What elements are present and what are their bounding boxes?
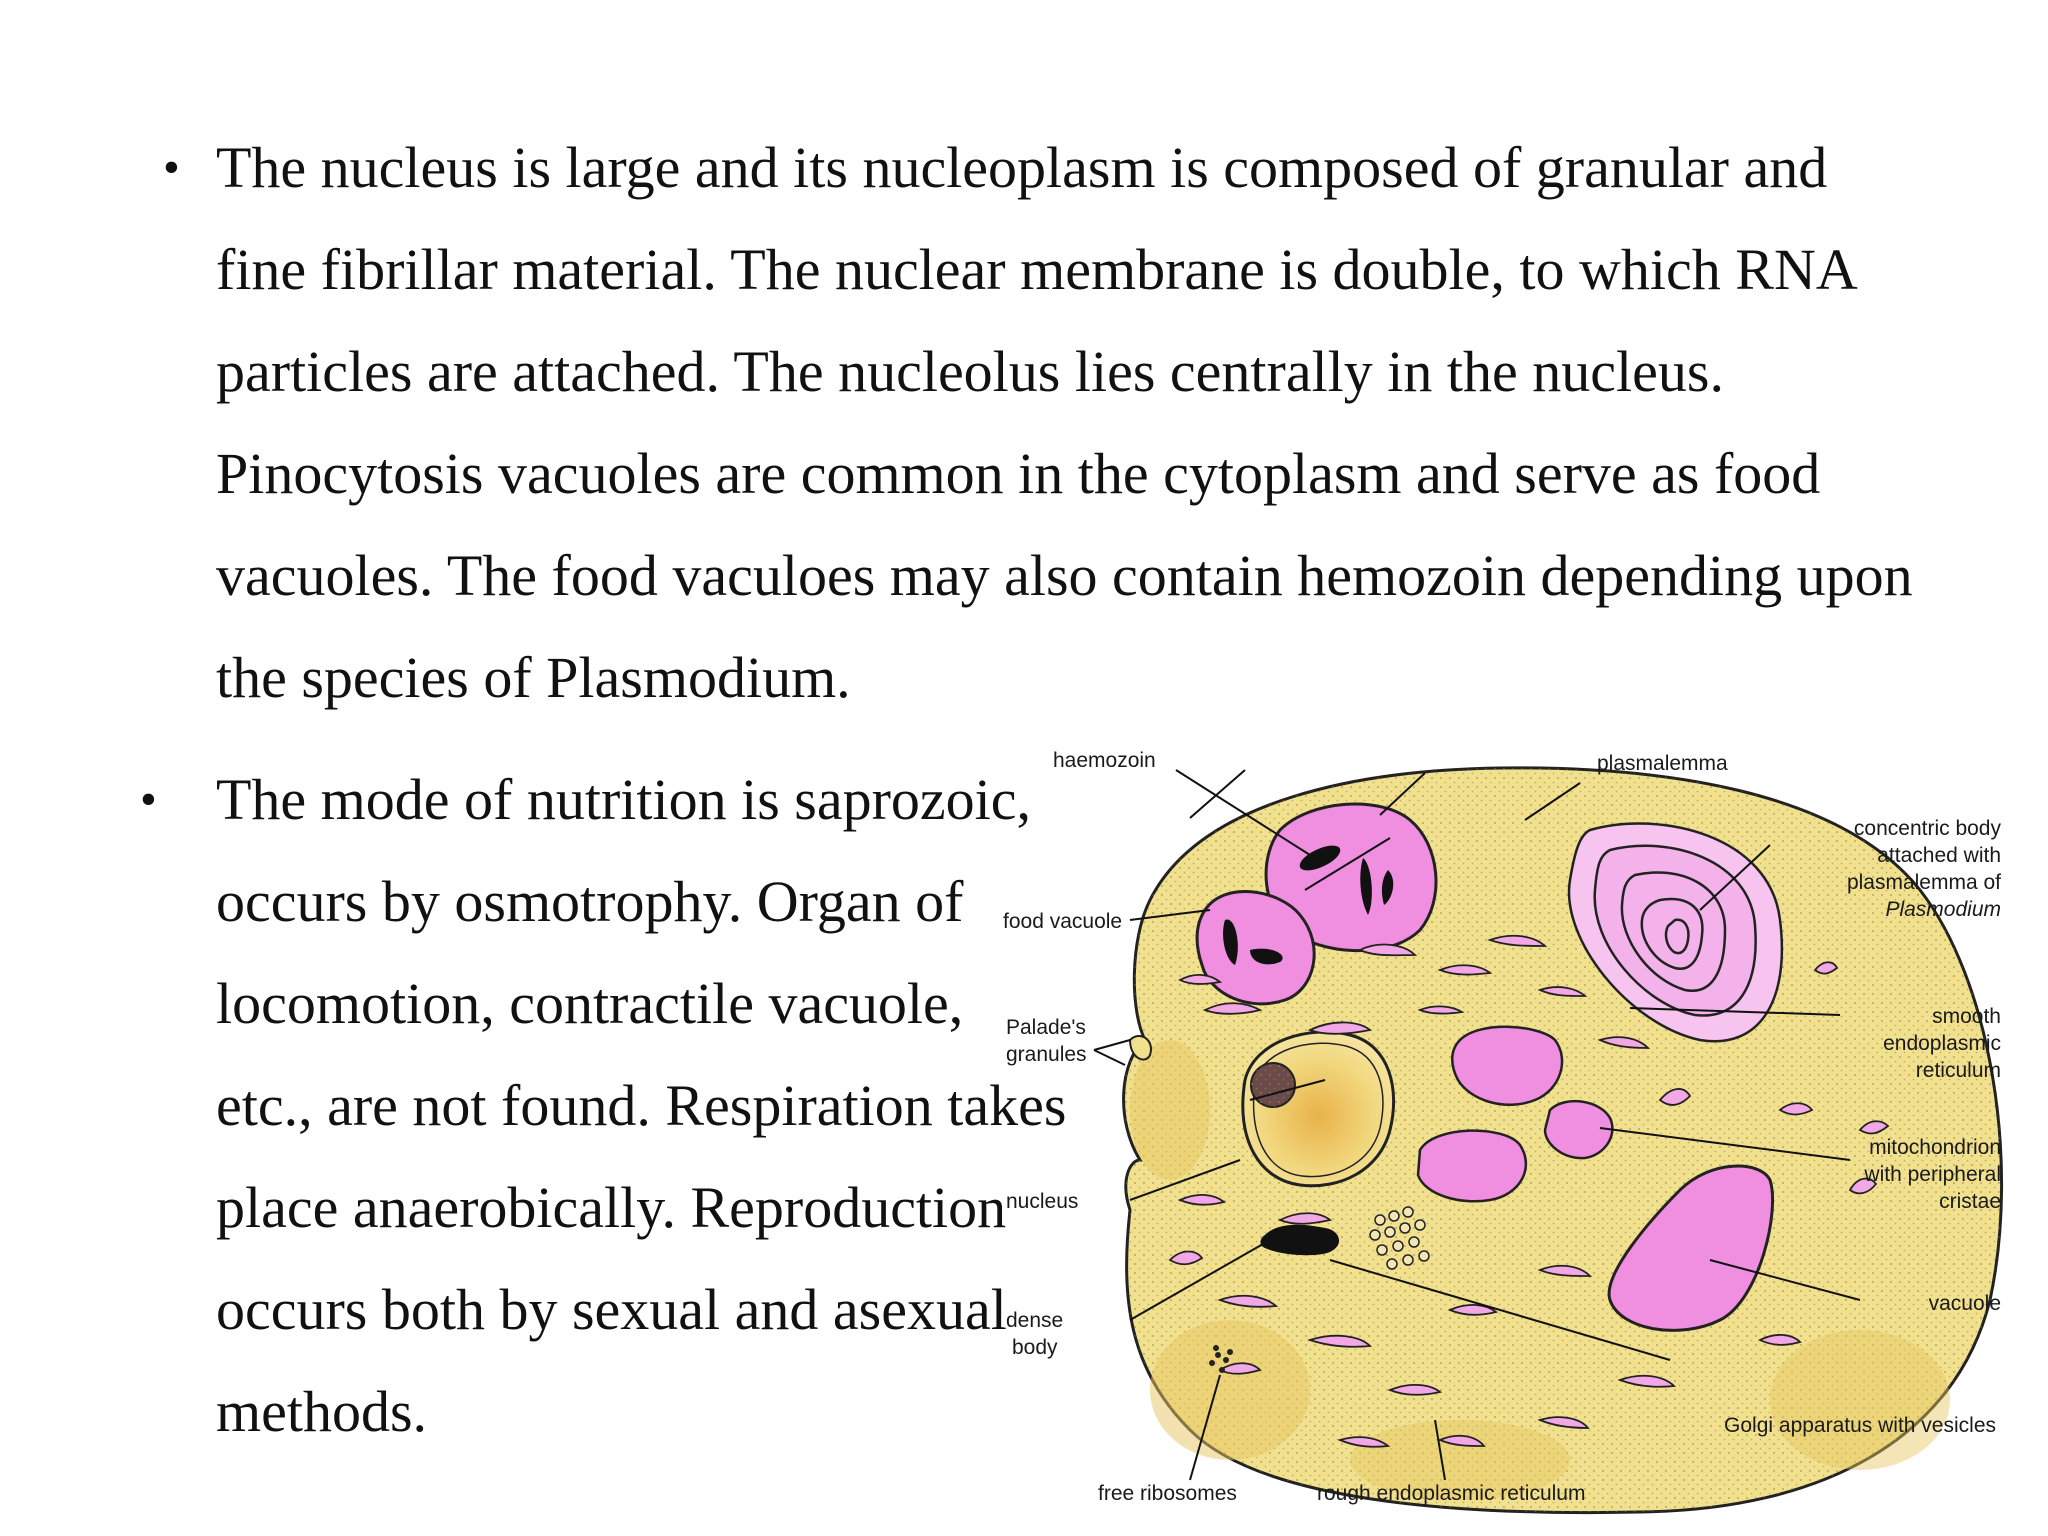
- label-palades-granules: granules: [1006, 1043, 1087, 1066]
- plasmodium-cell-diagram: haemozoin plasmalemma concentric body at…: [1003, 749, 2003, 1515]
- text-line: vacuoles. The food vaculoes may also con…: [216, 543, 1913, 608]
- text-line: locomotion, contractile vacuole,: [216, 971, 964, 1036]
- label-palades-granules: Palade's: [1006, 1016, 1086, 1039]
- label-vacuole: vacuole: [1929, 1292, 2001, 1315]
- text-line: etc., are not found. Respiration takes: [216, 1073, 1067, 1138]
- text-line: the species of Plasmodium.: [216, 645, 851, 710]
- nucleus: [1241, 1030, 1396, 1188]
- label-concentric-body: concentric body: [1854, 817, 2002, 840]
- vacuole: [1607, 1164, 1775, 1332]
- label-concentric-body: Plasmodium: [1885, 898, 2001, 921]
- label-smooth-er: endoplasmic: [1883, 1032, 2001, 1055]
- text-line: Pinocytosis vacuoles are common in the c…: [216, 441, 1821, 506]
- label-dense-body: dense: [1006, 1309, 1063, 1332]
- text-line: methods.: [216, 1379, 428, 1444]
- paragraph-nutrition: The mode of nutrition is saprozoic, occu…: [216, 749, 1067, 1463]
- free-ribosomes: [1209, 1345, 1233, 1373]
- label-concentric-body: attached with: [1877, 844, 2001, 867]
- mitochondria: [1416, 1025, 1614, 1203]
- text-line: occurs both by sexual and asexual: [216, 1277, 1007, 1342]
- text-line: particles are attached. The nucleolus li…: [216, 339, 1724, 404]
- text-line: occurs by osmotrophy. Organ of: [216, 869, 964, 934]
- label-smooth-er: reticulum: [1916, 1059, 2001, 1082]
- text-line: place anaerobically. Reproduction: [216, 1175, 1007, 1240]
- label-dense-body: body: [1012, 1336, 1058, 1359]
- paragraph-nucleus: The nucleus is large and its nucleoplasm…: [216, 117, 1913, 729]
- label-mitochondrion: with peripheral: [1863, 1163, 2001, 1186]
- label-golgi-apparatus: Golgi apparatus with vesicles: [1724, 1414, 1996, 1437]
- label-concentric-body: plasmalemma of: [1847, 871, 2001, 894]
- label-smooth-er: smooth: [1932, 1005, 2001, 1028]
- text-line: The nucleus is large and its nucleoplasm…: [216, 135, 1828, 200]
- diagram-labels: haemozoin plasmalemma concentric body at…: [1003, 749, 2001, 1505]
- label-rough-er: rough endoplasmic reticulum: [1317, 1482, 1585, 1505]
- concentric-body: [1567, 822, 1784, 1043]
- palades-granules: [1128, 1035, 1152, 1061]
- golgi-vesicles: [1369, 1206, 1430, 1270]
- label-nucleus: nucleus: [1006, 1190, 1078, 1213]
- label-mitochondrion: mitochondrion: [1869, 1136, 2001, 1159]
- label-food-vacuole: food vacuole: [1003, 910, 1122, 933]
- text-line: fine fibrillar material. The nuclear mem…: [216, 237, 1858, 302]
- label-free-ribosomes: free ribosomes: [1098, 1482, 1237, 1505]
- leader-lines: [1093, 769, 1861, 1481]
- label-plasmalemma: plasmalemma: [1597, 752, 1728, 775]
- dense-body: [1260, 1224, 1340, 1256]
- label-mitochondrion: cristae: [1939, 1190, 2001, 1213]
- bullet-point: •: [163, 141, 180, 194]
- endoplasmic-reticulum: [1168, 934, 1890, 1448]
- text-line: The mode of nutrition is saprozoic,: [216, 767, 1032, 832]
- bullet-point: •: [140, 773, 157, 826]
- food-vacuole: [1195, 890, 1316, 1006]
- label-haemozoin: haemozoin: [1053, 749, 1156, 772]
